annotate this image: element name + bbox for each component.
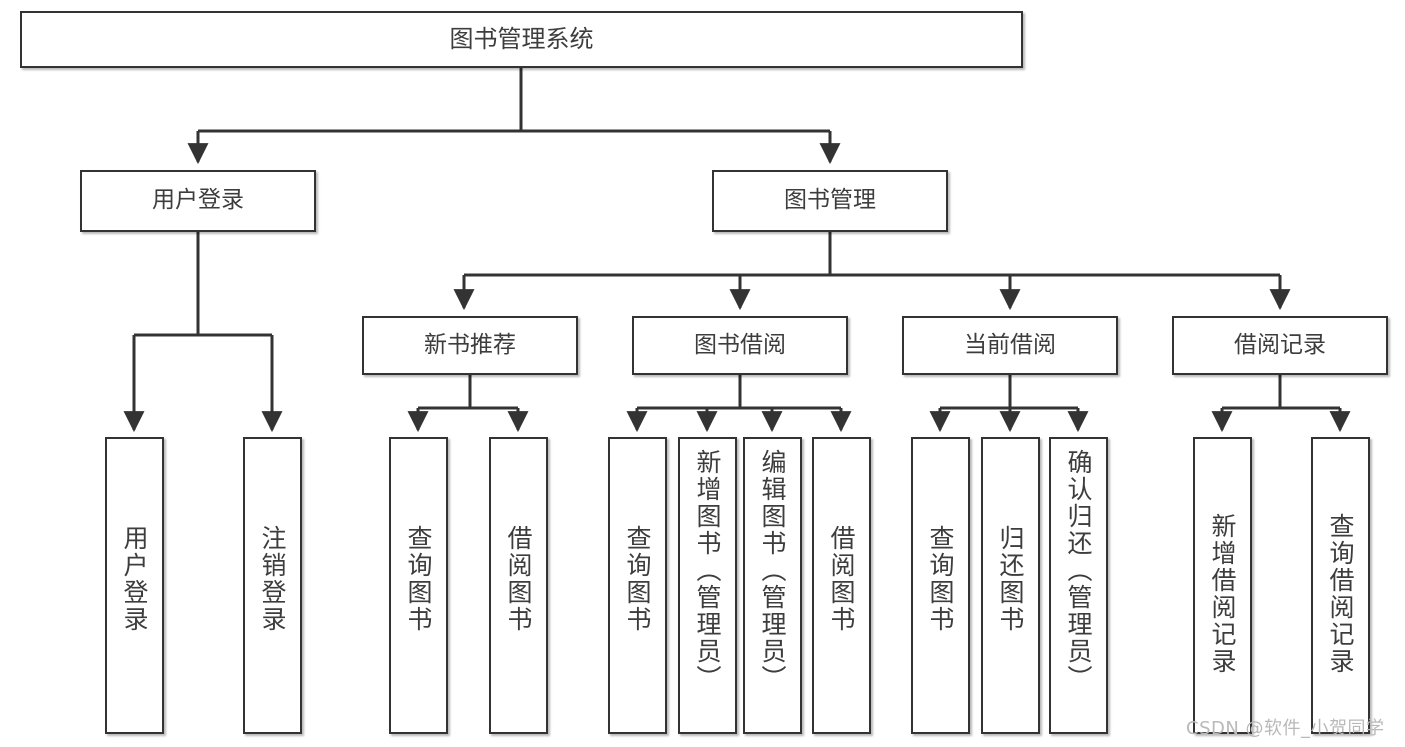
node-leaf-query-book-borrow[interactable]: 查询图书 [608,437,667,734]
node-book-management[interactable]: 图书管理 [712,170,948,232]
node-leaf-logout-label: 注销登录 [258,525,287,633]
node-leaf-query-borrow-record-label: 查询借阅记录 [1326,513,1355,675]
node-leaf-borrow-book-borrow[interactable]: 借阅图书 [812,437,871,734]
node-leaf-confirm-return-admin[interactable]: 确认归还（管理员） [1049,437,1108,734]
node-book-management-label: 图书管理 [784,187,876,214]
node-borrow-record-label: 借阅记录 [1234,331,1326,358]
node-leaf-query-book-current-label: 查询图书 [926,525,955,633]
node-leaf-add-book-admin-label: 新增图书（管理员） [693,449,722,692]
node-leaf-add-borrow-record-label: 新增借阅记录 [1208,513,1237,675]
node-borrow-record[interactable]: 借阅记录 [1172,316,1388,375]
node-new-book-recommend[interactable]: 新书推荐 [362,316,578,375]
node-leaf-user-login[interactable]: 用户登录 [105,437,164,734]
node-book-borrow[interactable]: 图书借阅 [632,316,848,375]
node-leaf-edit-book-admin[interactable]: 编辑图书（管理员） [743,437,802,734]
node-book-borrow-label: 图书借阅 [694,331,786,358]
node-current-borrow[interactable]: 当前借阅 [902,316,1118,375]
node-leaf-logout[interactable]: 注销登录 [243,437,302,734]
node-user-login-label: 用户登录 [152,187,244,214]
node-root-label: 图书管理系统 [449,25,594,54]
node-current-borrow-label: 当前借阅 [964,331,1056,358]
node-leaf-user-login-label: 用户登录 [120,525,149,633]
node-leaf-confirm-return-admin-label: 确认归还（管理员） [1064,449,1093,692]
node-leaf-edit-book-admin-label: 编辑图书（管理员） [758,449,787,692]
node-new-book-recommend-label: 新书推荐 [424,331,516,358]
node-leaf-borrow-book-borrow-label: 借阅图书 [827,525,856,633]
node-leaf-query-book-recommend-label: 查询图书 [404,525,433,633]
node-leaf-add-book-admin[interactable]: 新增图书（管理员） [678,437,737,734]
node-leaf-query-borrow-record[interactable]: 查询借阅记录 [1311,437,1370,734]
node-leaf-return-book-label: 归还图书 [996,525,1025,633]
node-leaf-query-book-borrow-label: 查询图书 [623,525,652,633]
node-leaf-query-book-current[interactable]: 查询图书 [911,437,970,734]
node-leaf-return-book[interactable]: 归还图书 [981,437,1040,734]
node-leaf-query-book-recommend[interactable]: 查询图书 [389,437,448,734]
node-root[interactable]: 图书管理系统 [20,11,1023,68]
node-user-login[interactable]: 用户登录 [80,170,316,232]
node-leaf-borrow-book-recommend[interactable]: 借阅图书 [489,437,548,734]
node-leaf-add-borrow-record[interactable]: 新增借阅记录 [1193,437,1252,734]
node-leaf-borrow-book-recommend-label: 借阅图书 [504,525,533,633]
